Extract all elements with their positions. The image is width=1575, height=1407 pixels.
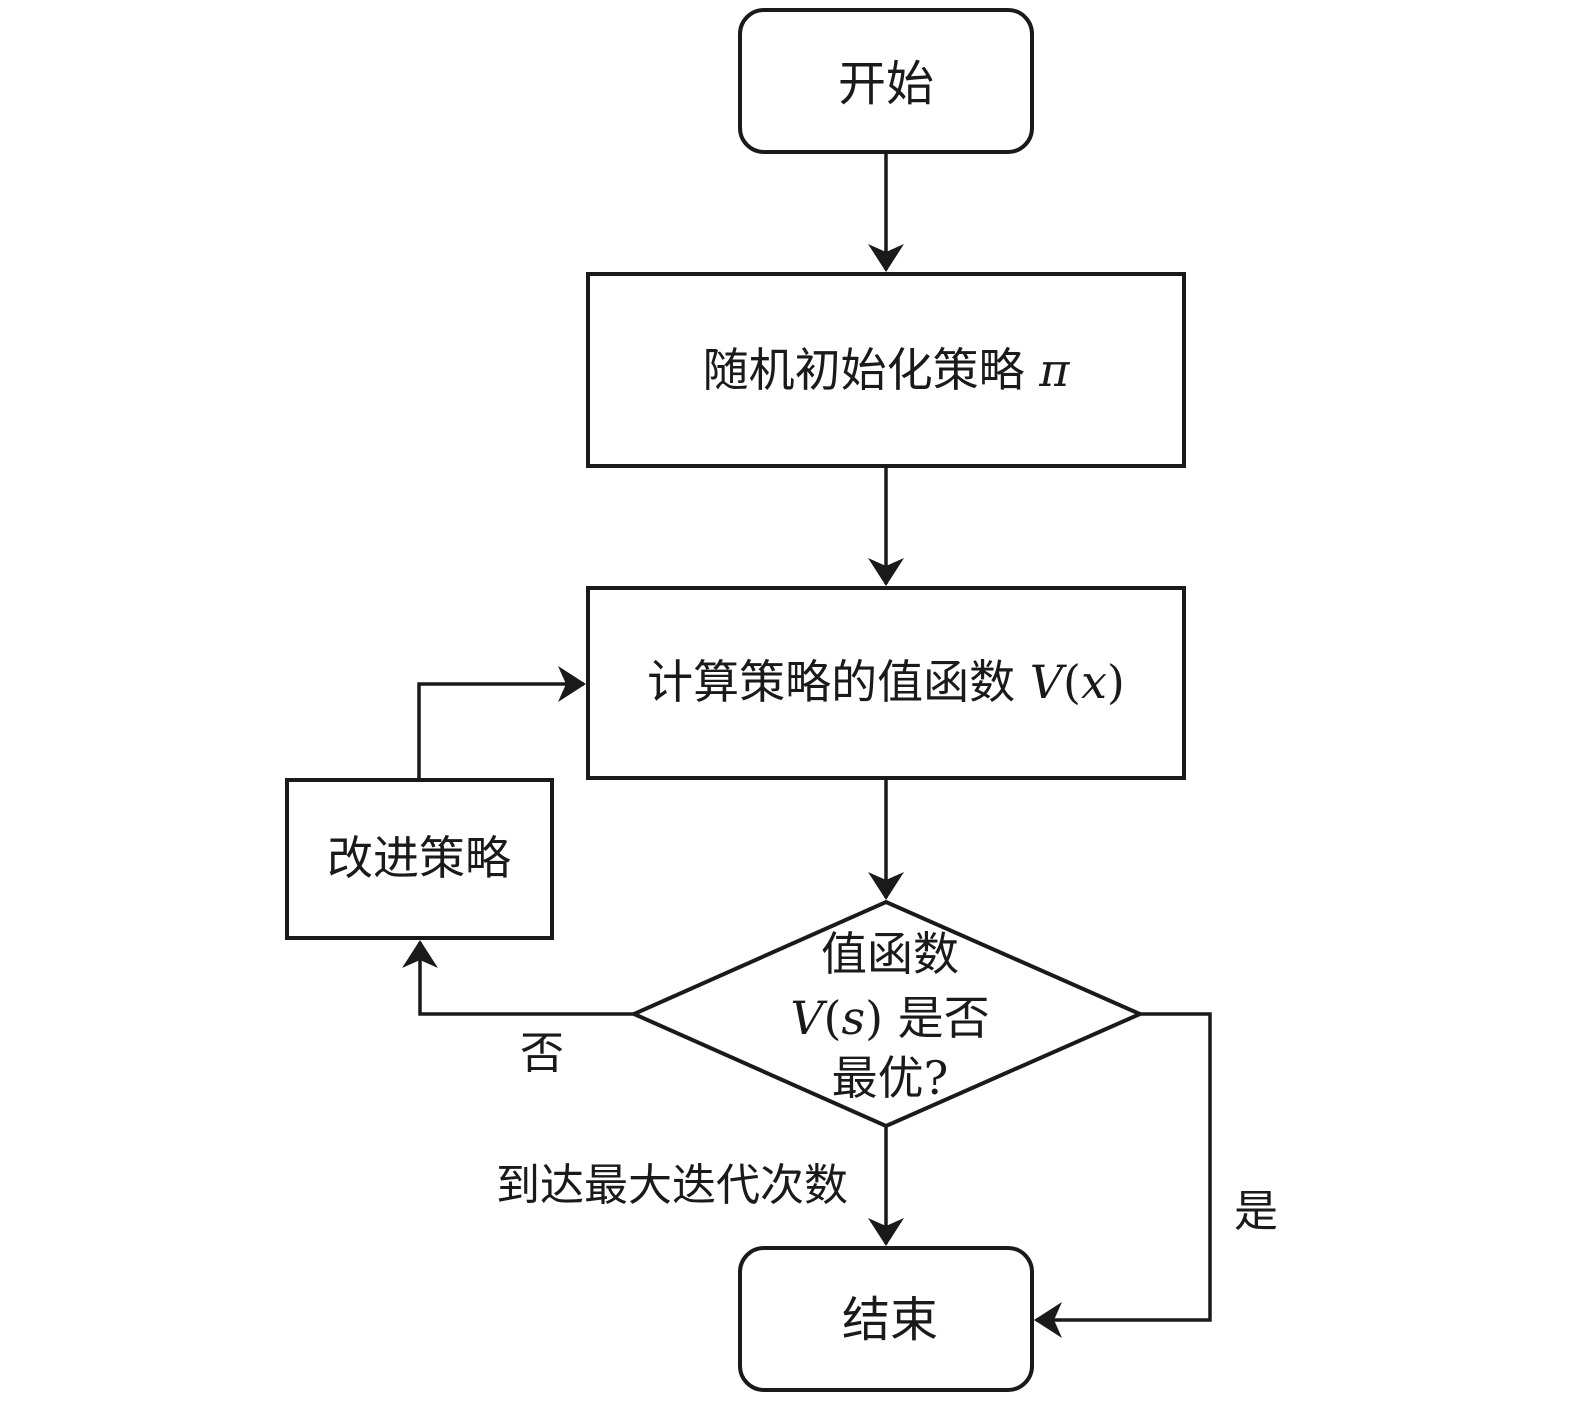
arrowhead xyxy=(868,872,904,900)
improve-node: 改进策略 xyxy=(285,778,554,940)
edge-no: 否 xyxy=(402,940,634,1079)
yes-label: 是 xyxy=(1234,1186,1278,1237)
arrowhead xyxy=(1034,1302,1062,1338)
no-label: 否 xyxy=(520,1028,564,1079)
edge-evaluate-decision xyxy=(868,778,904,900)
init-shape xyxy=(586,272,1186,468)
decision-rest: ) 是否 xyxy=(865,991,990,1045)
arrowhead xyxy=(868,244,904,272)
edge-decision-end: 到达最大迭代次数 xyxy=(496,1126,904,1246)
decision-open: ( xyxy=(824,991,842,1045)
edge-improve-evaluate xyxy=(417,666,586,780)
arrowhead xyxy=(868,558,904,586)
end-shape xyxy=(738,1246,1034,1392)
init-label: 随机初始化策略 π xyxy=(703,343,1071,397)
decision-var: s xyxy=(842,991,866,1045)
no-line xyxy=(418,942,634,1016)
init-node: 随机初始化策略 π xyxy=(586,272,1186,468)
loop-line xyxy=(417,682,584,780)
arrowhead xyxy=(402,940,438,968)
evaluate-text: 计算策略的值函数 xyxy=(647,655,1030,709)
decision-line3: 最优? xyxy=(832,1051,949,1105)
max-iter-label: 到达最大迭代次数 xyxy=(496,1160,848,1211)
decision-node: 值函数 V(s) 是否 最优? xyxy=(629,899,1145,1129)
end-label: 结束 xyxy=(842,1292,938,1348)
pi-symbol: π xyxy=(1038,343,1070,397)
decision-line2: V(s) 是否 xyxy=(790,991,989,1045)
evaluate-node: 计算策略的值函数 V(x) xyxy=(586,586,1186,780)
evaluate-var: x xyxy=(1081,655,1107,709)
arrowhead xyxy=(558,666,586,702)
edge-yes: 是 xyxy=(1034,1012,1278,1338)
evaluate-close: ) xyxy=(1107,655,1125,709)
decision-line1: 值函数 xyxy=(821,927,959,981)
arrowhead xyxy=(868,1218,904,1246)
start-node: 开始 xyxy=(738,8,1034,154)
start-label: 开始 xyxy=(838,56,934,112)
edge-start-init xyxy=(868,152,904,272)
evaluate-open: ( xyxy=(1063,655,1081,709)
evaluate-shape xyxy=(586,586,1186,780)
improve-label: 改进策略 xyxy=(327,831,511,885)
evaluate-label: 计算策略的值函数 V(x) xyxy=(647,655,1125,709)
init-text: 随机初始化策略 xyxy=(703,343,1040,397)
decision-fn: V xyxy=(790,991,828,1045)
edge-init-evaluate xyxy=(868,466,904,586)
evaluate-fn: V xyxy=(1030,655,1068,709)
yes-line xyxy=(1036,1012,1212,1322)
end-node: 结束 xyxy=(738,1246,1034,1392)
